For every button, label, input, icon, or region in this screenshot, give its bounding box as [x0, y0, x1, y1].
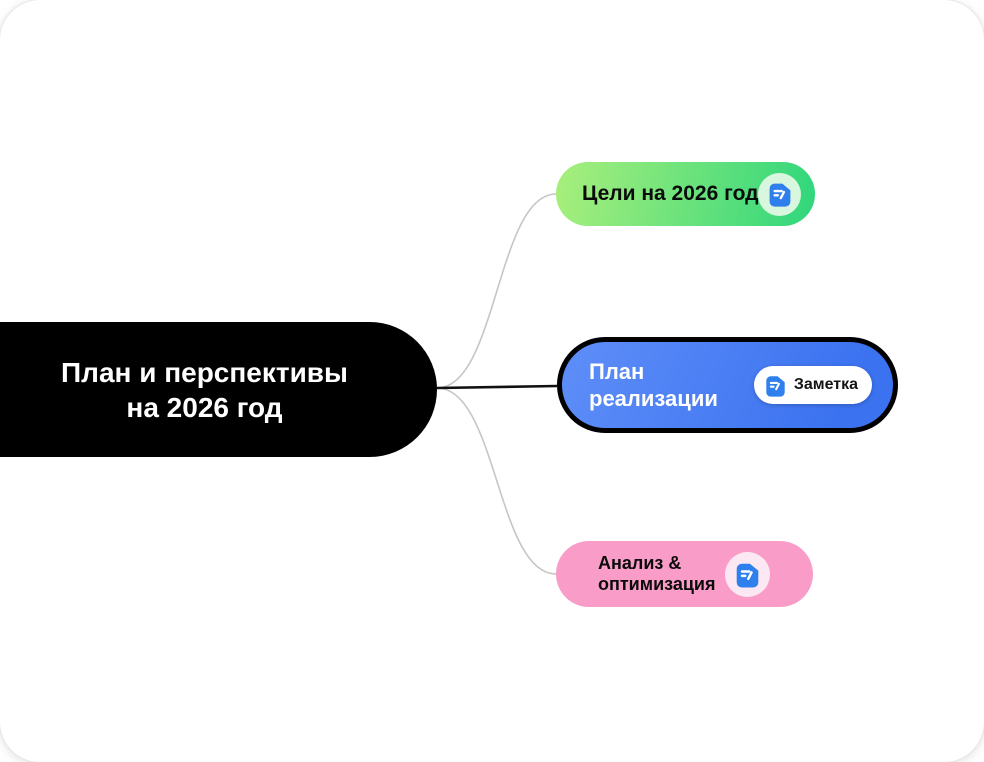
note-icon: [769, 183, 791, 207]
note-icon-button[interactable]: [758, 172, 802, 216]
root-node[interactable]: План и перспективы на 2026 год: [0, 322, 437, 457]
node-plan-label-line1: План: [589, 359, 645, 384]
node-analysis[interactable]: Анализ & оптимизация: [556, 541, 813, 607]
root-node-label-line2: на 2026 год: [126, 391, 283, 423]
node-plan-label: План реализации: [589, 358, 754, 412]
node-analysis-label: Анализ & оптимизация: [598, 553, 725, 595]
connector-root-plan: [436, 384, 558, 390]
root-node-label-line1: План и перспективы: [61, 356, 348, 388]
node-goals[interactable]: Цели на 2026 год: [556, 162, 815, 226]
note-icon: [766, 375, 785, 397]
note-badge[interactable]: Заметка: [753, 366, 872, 404]
note-icon: [736, 563, 759, 588]
node-analysis-label-line1: Анализ &: [598, 553, 682, 573]
connector-root-goals: [436, 193, 557, 389]
node-plan[interactable]: План реализации Заметка: [557, 337, 898, 433]
note-icon-button[interactable]: [725, 551, 770, 597]
connector-root-analysis: [436, 387, 557, 575]
node-analysis-label-line2: оптимизация: [598, 574, 716, 594]
node-plan-label-line2: реализации: [589, 386, 718, 411]
node-goals-label: Цели на 2026 год: [582, 182, 759, 205]
note-badge-label: Заметка: [793, 376, 858, 393]
